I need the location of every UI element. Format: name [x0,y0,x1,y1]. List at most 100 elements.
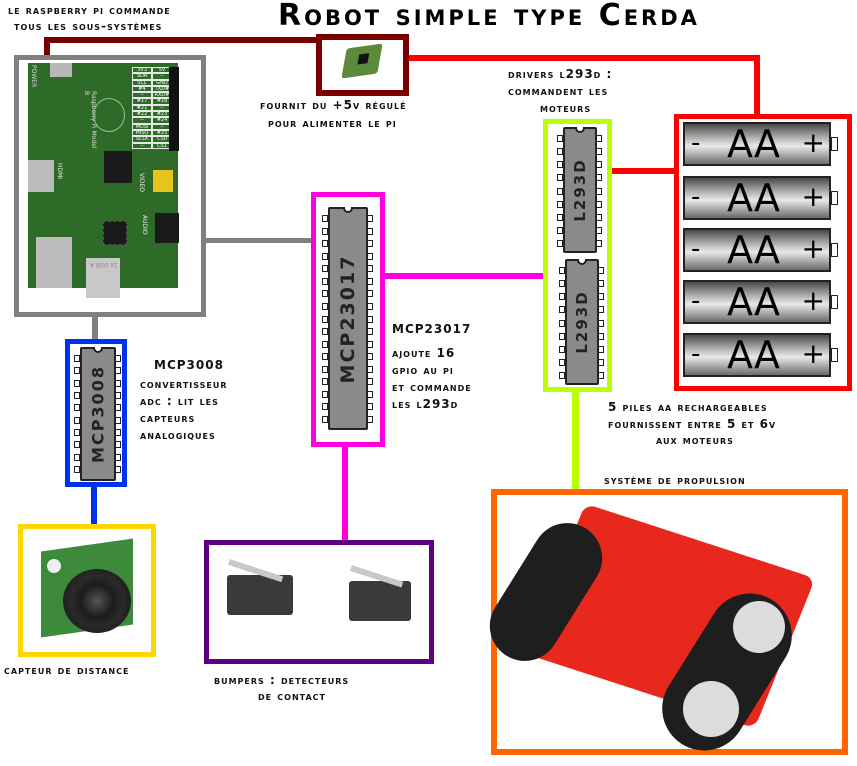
mcp23017-line3: Et commande [392,380,472,394]
propulsion-caption: Système de propulsion [604,473,746,487]
regulator-box [316,34,409,96]
hdmi-label: HDMI [56,163,63,180]
gpio-table-cell: #4 [132,85,152,93]
mcp23017-heading: MCP23017 [392,322,472,336]
usb-port [86,258,120,298]
chip-pin [559,358,565,366]
chip-pin [557,226,563,234]
chip-pin [367,252,373,260]
chip-pin [557,187,563,195]
mcp3008-right-pins [115,355,121,473]
wire-drivers-batteries [608,168,678,174]
batteries-caption-line2: fournissent entre 5 et 6V [608,417,777,431]
chip-pin [322,390,328,398]
chip-pin [322,290,328,298]
mcp3008-line4: analogiques [140,428,216,442]
chip-pin [322,252,328,260]
chip-pin [559,267,565,274]
lan-chip [103,221,127,245]
power-connector [50,63,72,77]
bumpers-caption-line1: Bumpers : detecteurs [214,673,350,687]
chip-pin [322,215,328,222]
diagram-title: Robot simple type Cerda [278,0,700,33]
drivers-caption-line2: commandent les [508,84,609,98]
mcp3008-chip-label: MCP3008 [88,365,108,463]
battery-plus-sign: + [801,126,825,159]
mcp3008-line3: capteurs [140,411,196,425]
mcp23017-left-pins [322,215,328,423]
gpio-table-cell: MISO [132,129,152,137]
chip-pin [74,404,80,412]
chip-pin [557,161,563,169]
chip-pin [74,355,80,362]
propulsion-box [476,489,848,766]
aa-battery: -AA+ [683,280,838,324]
chip-pin [322,378,328,386]
front-wheel [683,681,739,737]
battery-plus-sign: + [801,284,825,317]
batteries-caption-line1: 5 piles AA rechargeables [608,400,768,414]
chip-pin [74,367,80,375]
gpio-table-cell: SDA [132,73,152,80]
chip-pin [596,187,602,195]
chip-pin [74,453,80,461]
gpio-table-cell: SCLK [132,136,152,143]
ethernet-port [36,237,72,288]
chip-pin [322,416,328,423]
chip-pin [559,319,565,327]
drivers-caption-line3: moteurs [540,101,592,115]
battery-terminal-icon [831,191,838,205]
chip-pin [115,465,121,473]
chip-pin [74,391,80,399]
chip-pin [367,215,373,222]
wire-mcp23017-bumpers [342,445,348,545]
chip-pin [596,174,602,182]
chip-pin [367,227,373,235]
battery-minus-sign: - [691,182,701,212]
mcp3008-left-pins [74,355,80,473]
aa-battery: -AA+ [683,333,838,377]
hdmi-port [28,160,54,192]
wire-mcp3008-sensor [91,485,97,525]
regulator-ic [357,53,370,65]
chip-pin [598,293,604,301]
drivers-caption-line1: Drivers L293D : [508,67,613,81]
l293d-1-left-pins [557,135,563,247]
gpio-table-cell: #17 [132,98,152,105]
gpio-table-row: --#24 [132,117,178,124]
chip-pin [74,441,80,449]
distance-sensor-caption: capteur de distance [4,663,130,677]
regulator-caption-line2: pour alimenter le PI [268,116,397,130]
chip-pin [322,340,328,348]
bumpers-box [204,540,434,664]
mcp23017-chip-label: MCP23017 [337,254,359,383]
rear-wheel [733,601,785,653]
chip-pin [559,332,565,340]
chip-pin [596,161,602,169]
chip-pin [322,315,328,323]
mcp3008-line1: convertisseur [140,377,228,391]
chip-pin [598,319,604,327]
audio-jack [155,213,179,243]
chip-pin [322,328,328,336]
gpio-table-cell: #22 [132,111,152,118]
battery-terminal-icon [831,348,838,362]
chip-pin [115,391,121,399]
wire-pi-regulator [44,37,320,43]
mcp3008-line2: ADC : lit les [140,394,219,408]
battery-terminal-icon [831,137,838,151]
chip-pin [557,148,563,156]
chip-pin [322,240,328,248]
chip-pin [598,267,604,274]
chip-pin [367,403,373,411]
microswitch-2 [349,581,411,621]
battery-minus-sign: - [691,234,701,264]
mcp23017-box: MCP23017 [311,192,385,447]
chip-pin [557,135,563,142]
chip-pin [367,390,373,398]
chip-pin [74,428,80,436]
chip-pin [367,365,373,373]
chip-pin [598,306,604,314]
raspberry-logo-icon [93,98,125,132]
